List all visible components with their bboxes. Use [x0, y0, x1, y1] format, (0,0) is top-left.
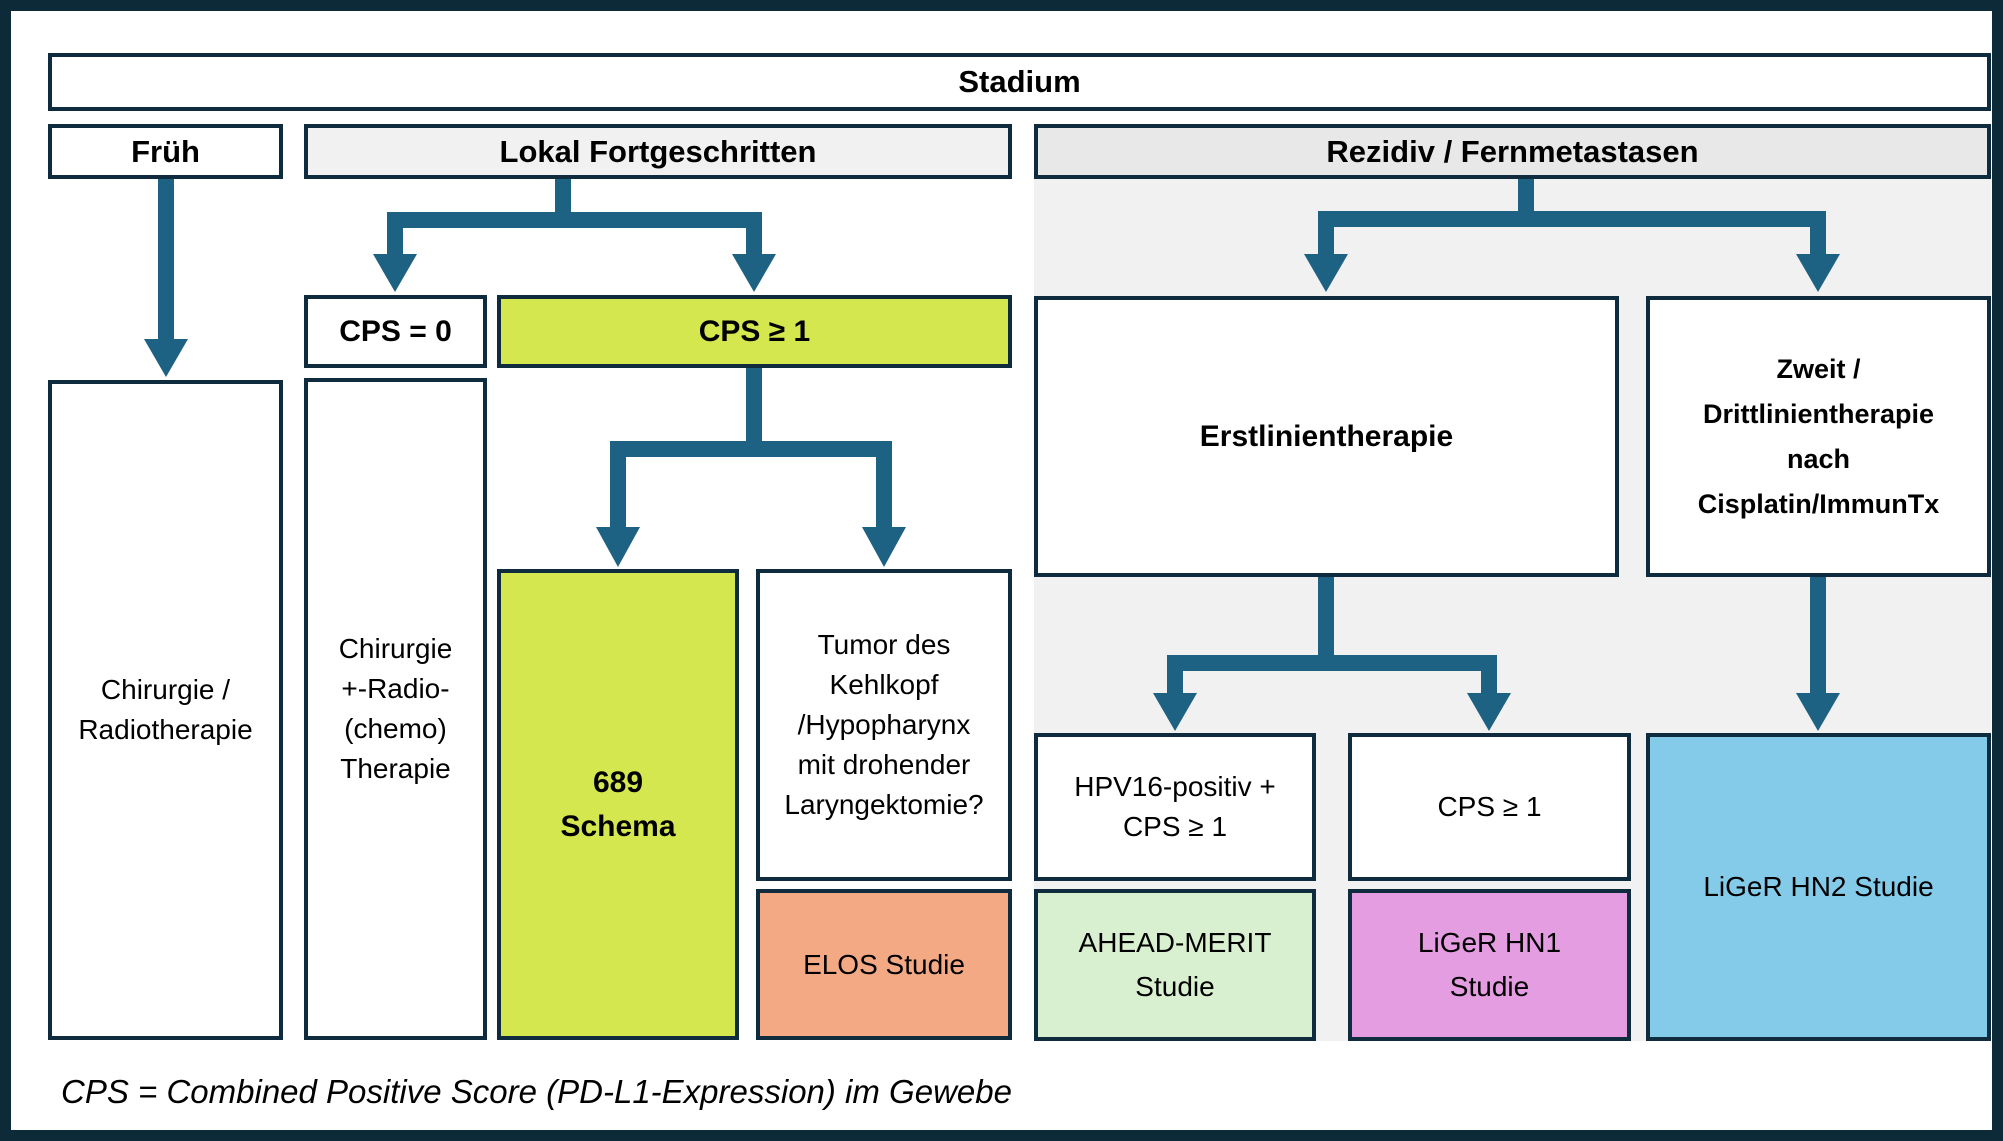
box-erstlinientherapie-label: Erstlinientherapie	[1199, 419, 1454, 453]
footnote: CPS = Combined Positive Score (PD-L1-Exp…	[61, 1073, 1012, 1110]
label-line: Chirurgie /	[100, 674, 231, 705]
label-line: Schema	[560, 809, 676, 843]
label-line: +-Radio-	[341, 673, 450, 704]
label-line: Chirurgie	[338, 633, 453, 664]
box-liger-hn2-studie: LiGeR HN2 Studie	[1646, 733, 1991, 1041]
stadium-header: Stadium	[48, 53, 1991, 111]
box-cps-ge-1: CPS ≥ 1	[497, 295, 1012, 368]
arrow-split-cps1	[596, 368, 906, 567]
label-line: AHEAD-MERIT	[1078, 927, 1272, 958]
box-cps-ge-1-rezidiv: CPS ≥ 1	[1348, 733, 1631, 881]
box-cps-0: CPS = 0	[304, 295, 487, 368]
label-line: Tumor des	[817, 629, 951, 660]
box-elos-studie: ELOS Studie	[756, 889, 1012, 1040]
column-header-lokal: Lokal Fortgeschritten	[304, 124, 1012, 179]
label-line: HPV16-positiv +	[1074, 771, 1276, 802]
arrow-split-lokal	[373, 179, 776, 292]
box-689-schema: 689 Schema	[497, 569, 739, 1040]
box-ahead-merit-studie: AHEAD-MERIT Studie	[1034, 889, 1316, 1041]
label-line: Kehlkopf	[829, 669, 939, 700]
label-line: Studie	[1135, 971, 1215, 1002]
column-header-rezidiv: Rezidiv / Fernmetastasen	[1034, 124, 1991, 179]
stadium-header-label: Stadium	[958, 64, 1081, 99]
label-line: /Hypopharynx	[797, 709, 971, 740]
label-line: CPS ≥ 1	[1122, 811, 1228, 842]
label-line: Zweit /	[1776, 353, 1861, 384]
label-line: Studie	[1449, 971, 1530, 1002]
label-line: nach	[1786, 443, 1851, 474]
column-header-lokal-label: Lokal Fortgeschritten	[499, 133, 817, 169]
label-line: LiGeR HN1	[1417, 927, 1562, 958]
column-header-rezidiv-label: Rezidiv / Fernmetastasen	[1326, 133, 1699, 169]
label-line: Radiotherapie	[78, 714, 253, 745]
label-line: Drittlinientherapie	[1702, 398, 1935, 429]
box-elos-studie-label: ELOS Studie	[803, 948, 965, 980]
box-erstlinientherapie: Erstlinientherapie	[1034, 296, 1619, 577]
column-header-frueh-label: Früh	[131, 133, 200, 169]
box-chirurgie-radiotherapie: Chirurgie / Radiotherapie	[48, 380, 283, 1040]
box-cps-ge-1-label: CPS ≥ 1	[698, 314, 811, 348]
column-header-frueh: Früh	[48, 124, 283, 179]
label-line: Laryngektomie?	[784, 789, 984, 820]
box-chirurgie-radio-chemo-therapie: Chirurgie +-Radio- (chemo) Therapie	[304, 378, 487, 1040]
box-cps-0-label: CPS = 0	[339, 314, 452, 348]
box-zweit-drittlinientherapie: Zweit / Drittlinientherapie nach Cisplat…	[1646, 296, 1991, 577]
label-line: 689	[592, 765, 644, 799]
box-tumor-kehlkopf: Tumor des Kehlkopf /Hypopharynx mit droh…	[756, 569, 1012, 881]
label-line: Therapie	[340, 753, 451, 784]
box-liger-hn2-studie-label: LiGeR HN2 Studie	[1703, 871, 1934, 902]
box-hpv16-cps: HPV16-positiv + CPS ≥ 1	[1034, 733, 1316, 881]
box-liger-hn1-studie: LiGeR HN1 Studie	[1348, 889, 1631, 1041]
label-line: Cisplatin/ImmunTx	[1697, 488, 1940, 519]
box-cps-ge-1-rezidiv-label: CPS ≥ 1	[1437, 791, 1542, 822]
frame-bottom-edge	[0, 1133, 2003, 1141]
label-line: mit drohender	[797, 749, 971, 780]
arrow-frueh-down	[144, 179, 188, 377]
label-line: (chemo)	[344, 713, 447, 744]
